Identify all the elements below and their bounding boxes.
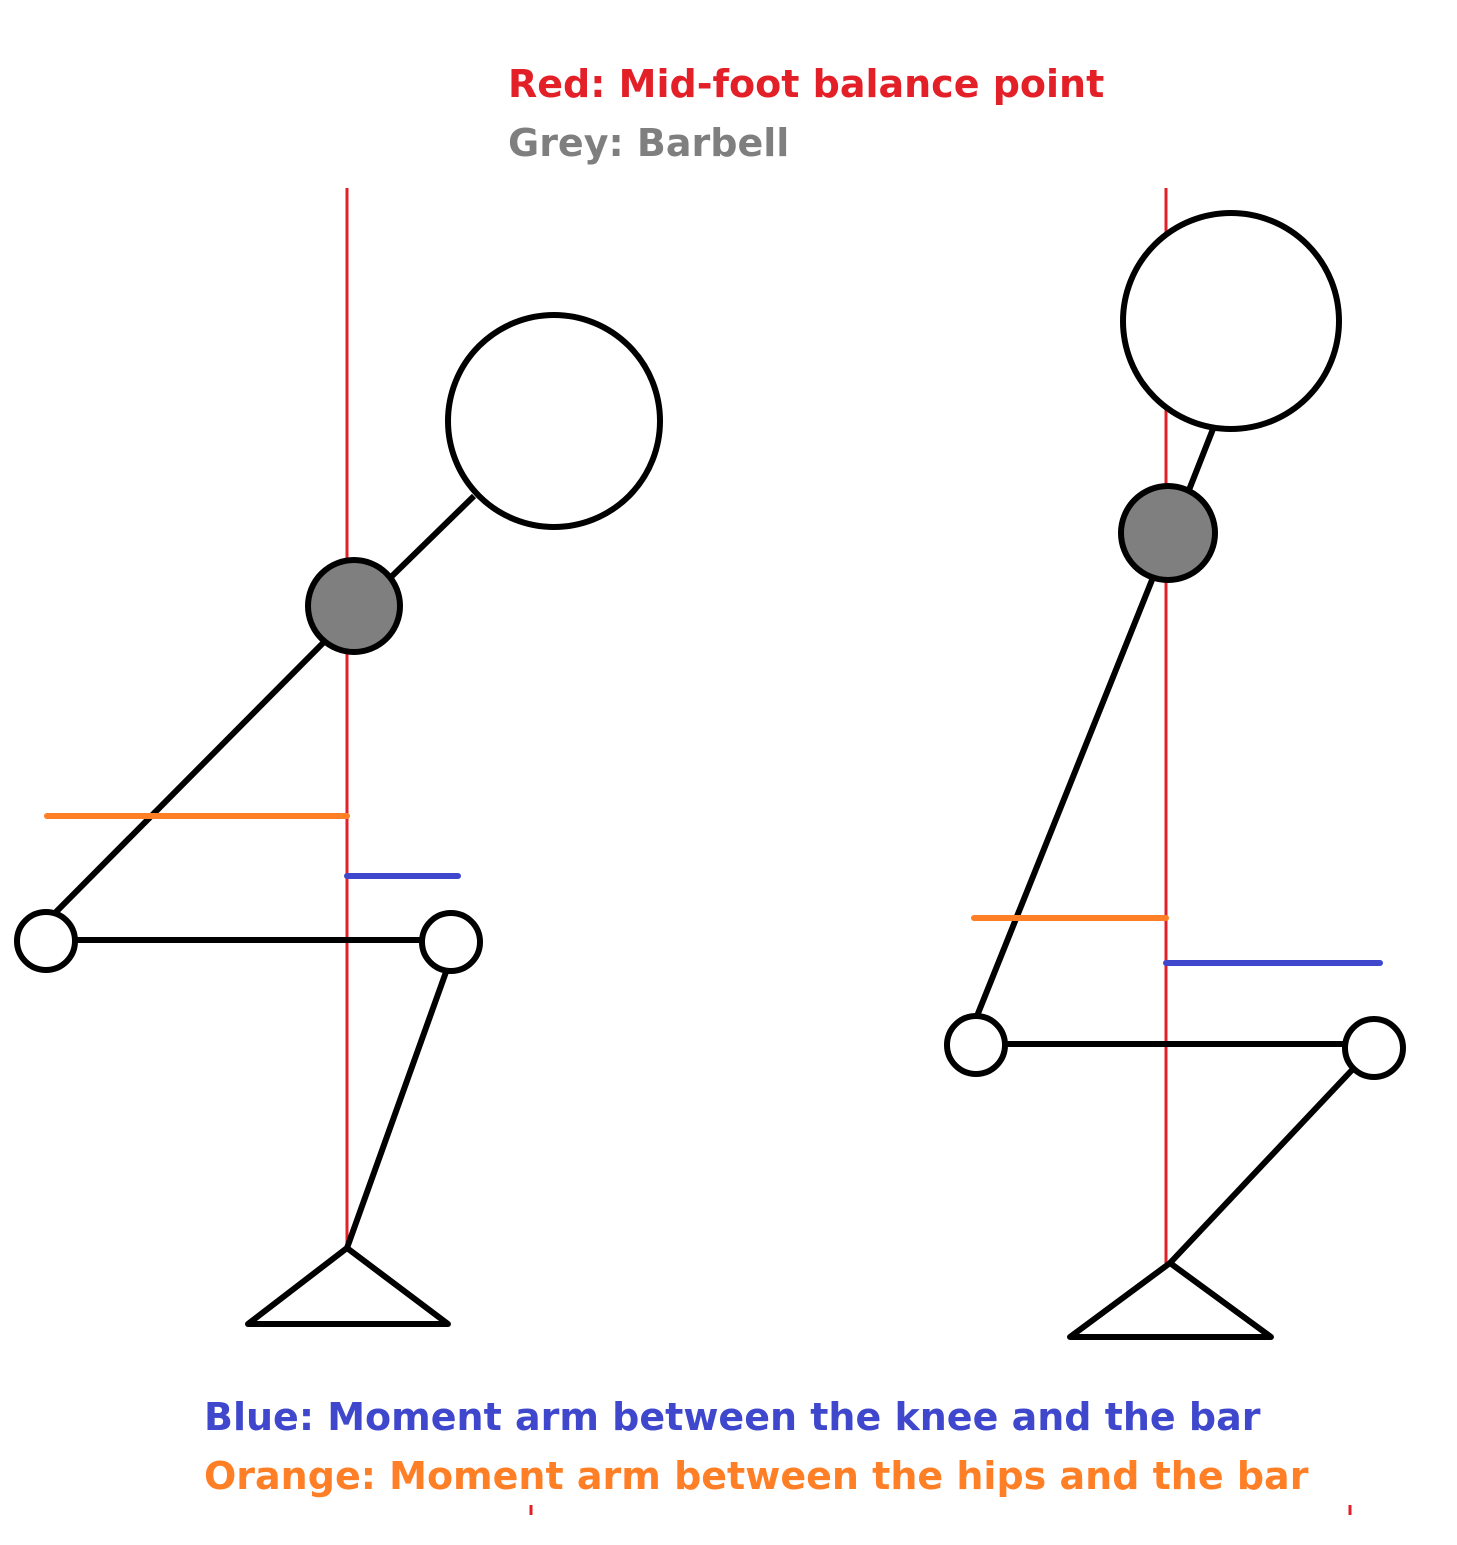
right-figure [944, 188, 1406, 1340]
legend-orange: Orange: Moment arm between the hips and … [204, 1454, 1309, 1498]
left-head [445, 312, 663, 530]
right-hip-joint [944, 1013, 1008, 1077]
left-hip-joint [14, 909, 78, 973]
right-torso [974, 578, 1155, 1018]
left-torso [49, 638, 328, 919]
left-foot [245, 1245, 451, 1327]
right-barbell [1118, 483, 1218, 583]
left-neck [385, 493, 477, 583]
right-neck [1186, 427, 1216, 492]
right-tibia [1167, 1067, 1355, 1266]
right-head [1120, 210, 1342, 432]
left-barbell [305, 557, 403, 655]
left-tibia [344, 970, 449, 1250]
legend-blue: Blue: Moment arm between the knee and th… [204, 1395, 1261, 1439]
right-foot [1067, 1260, 1274, 1340]
left-knee-joint [419, 910, 483, 974]
legend-grey: Grey: Barbell [508, 121, 789, 165]
legend-red: Red: Mid-foot balance point [508, 62, 1104, 106]
right-knee-joint [1342, 1016, 1406, 1080]
left-figure [14, 188, 663, 1327]
